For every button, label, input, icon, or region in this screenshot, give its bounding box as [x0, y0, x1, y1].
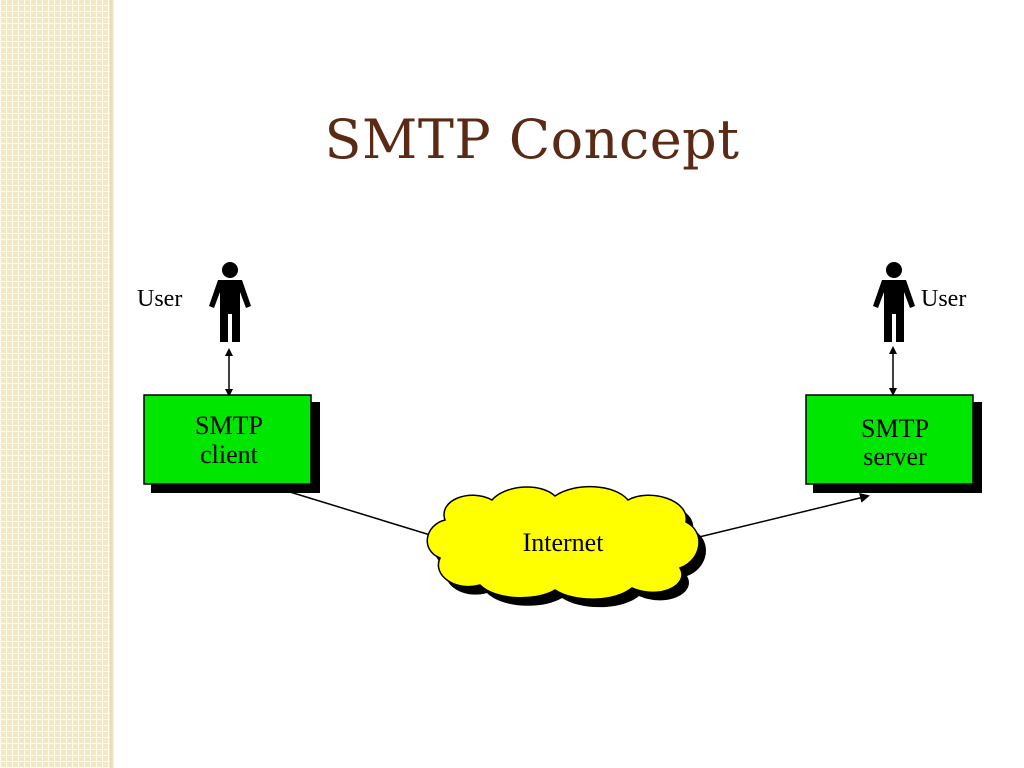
client-box-line2: client — [200, 440, 259, 469]
right-person-icon — [873, 262, 915, 342]
slide-title: SMTP Concept — [324, 108, 740, 171]
smtp-server-box: SMTP server — [805, 394, 982, 493]
server-box-line2: server — [863, 442, 927, 471]
client-to-internet-line — [289, 491, 441, 539]
internet-label: Internet — [523, 528, 605, 557]
smtp-client-box: SMTP client — [143, 394, 320, 493]
internet-cloud-icon: Internet — [426, 486, 706, 608]
internet-to-server-line — [694, 493, 870, 539]
right-user-label: User — [921, 286, 966, 312]
left-person-icon — [209, 262, 251, 342]
left-user-label: User — [137, 286, 182, 312]
sidebar-edge — [110, 0, 114, 768]
server-box-line1: SMTP — [861, 414, 929, 443]
decorative-sidebar-strip — [0, 0, 110, 768]
client-box-line1: SMTP — [195, 411, 263, 440]
